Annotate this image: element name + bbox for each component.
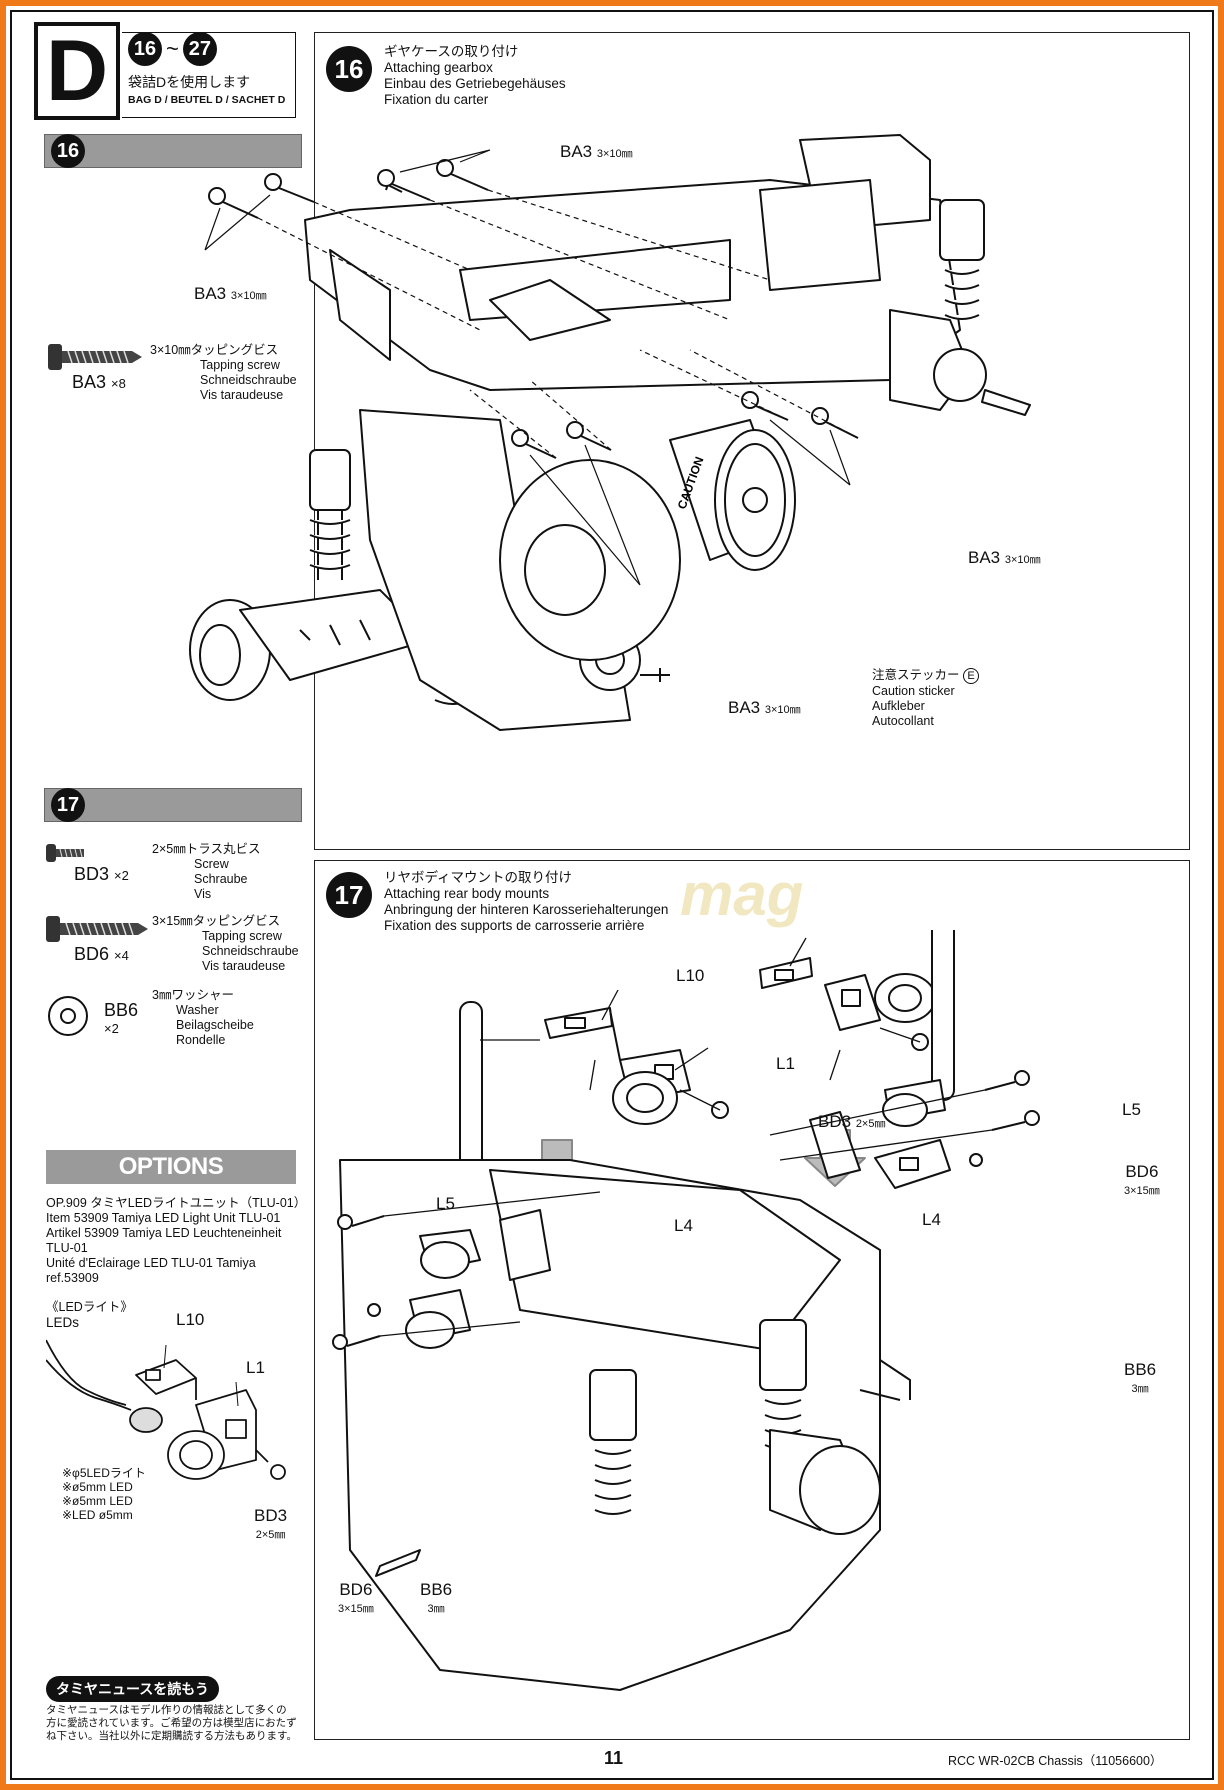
step17-bar: 17 <box>44 788 302 822</box>
bag-info-box <box>122 32 296 118</box>
step16-bar: 16 <box>44 134 302 168</box>
page-number: 11 <box>604 1748 624 1768</box>
opt-bd3-label: BD3 2×5㎜ <box>254 1506 288 1541</box>
bag-en: BAG D / BEUTEL D / SACHET D <box>128 94 286 106</box>
ba3-label: BA3 ×8 <box>72 372 126 392</box>
step16-panel <box>314 32 1190 850</box>
opt-l1-label: L1 <box>246 1358 265 1377</box>
screw-bd3-icon <box>46 844 84 862</box>
tamiya-news-body: タミヤニュースはモデル作りの情報誌として多くの 方に愛読されています。ご希望の方… <box>46 1704 297 1742</box>
l5-label-right: L5 <box>1122 1100 1141 1119</box>
l1-label: L1 <box>776 1054 795 1073</box>
bb6-label: BB6×2 <box>104 1000 139 1036</box>
led-notes: ※φ5LEDライト ※ø5mm LED ※ø5mm LED ※LED ø5mm <box>62 1466 146 1522</box>
ba3-desc: 3×10㎜タッピングビス Tapping screw Schneidschrau… <box>150 343 297 402</box>
bd6-callout-right: BD6 3×15㎜ <box>1124 1162 1160 1197</box>
bb6-desc: 3㎜ワッシャー Washer Beilagscheibe Rondelle <box>152 988 254 1047</box>
step16-badge: 16 <box>51 134 85 168</box>
gearbox-assembly-illustration: CAUTION <box>189 134 1031 731</box>
bd6-desc: 3×15㎜タッピングビス Tapping screw Schneidschrau… <box>152 914 299 973</box>
caution-sticker-note: 注意ステッカー E Caution sticker Aufkleber Auto… <box>872 668 979 729</box>
bd3-callout: BD3 2×5㎜ <box>818 1112 886 1131</box>
l10-label: L10 <box>676 966 705 985</box>
ba3-callout-bottom: BA3 3×10㎜ <box>728 698 801 717</box>
step17-panel <box>314 860 1190 1740</box>
bag-letter: D <box>34 22 120 120</box>
step-range: 16~27 袋詰Dを使用します BAG D / BEUTEL D / SACHE… <box>128 32 298 118</box>
options-text: OP.909 タミヤLEDライトユニット（TLU-01） Item 53909 … <box>46 1196 307 1285</box>
screw-bd6-icon <box>46 916 148 942</box>
step17-titles: リヤボディマウントの取り付け Attaching rear body mount… <box>384 870 669 933</box>
bd6-label: BD6 ×4 <box>74 944 129 964</box>
washer-bb6-icon <box>48 996 88 1036</box>
l5-label-left: L5 <box>436 1194 455 1213</box>
bd6-callout-left: BD6 3×15㎜ <box>338 1580 374 1615</box>
options-banner: OPTIONS <box>46 1150 296 1184</box>
bb6-callout-right: BB6 3㎜ <box>1124 1360 1157 1395</box>
step-to-badge: 27 <box>182 32 217 66</box>
bag-jp: 袋詰Dを使用します <box>128 74 251 90</box>
ba3-callout-left: BA3 3×10㎜ <box>194 284 267 303</box>
step16-panel-badge: 16 <box>326 46 372 92</box>
step17-badge: 17 <box>51 788 85 822</box>
rear-body-mount-illustration <box>332 930 1040 1691</box>
l4-label-right: L4 <box>922 1210 941 1229</box>
step16-titles: ギヤケースの取り付け Attaching gearbox Einbau des … <box>384 44 566 107</box>
led-heading: 《LEDライト》 LEDs <box>46 1300 133 1330</box>
sticker-e-badge: E <box>963 668 979 684</box>
bd3-label: BD3 ×2 <box>74 864 129 884</box>
ba3-callout-top: BA3 3×10㎜ <box>560 142 633 161</box>
led-option-illustration <box>46 1339 286 1480</box>
bb6-callout-left: BB6 3㎜ <box>420 1580 453 1615</box>
step17-panel-badge: 17 <box>326 872 372 918</box>
watermark: mag <box>680 861 804 928</box>
l4-label-left: L4 <box>674 1216 693 1235</box>
step-from-badge: 16 <box>128 32 162 66</box>
opt-l10-label: L10 <box>176 1310 205 1329</box>
manual-page <box>10 10 1214 1780</box>
model-footer: RCC WR-02CB Chassis（11056600） <box>948 1754 1163 1768</box>
ba3-callout-right: BA3 3×10㎜ <box>968 548 1041 567</box>
screw-ba3-icon <box>44 338 154 398</box>
tamiya-news-heading: タミヤニュースを読もう <box>46 1676 219 1702</box>
bd3-desc: 2×5㎜トラス丸ビス Screw Schraube Vis <box>152 842 261 901</box>
